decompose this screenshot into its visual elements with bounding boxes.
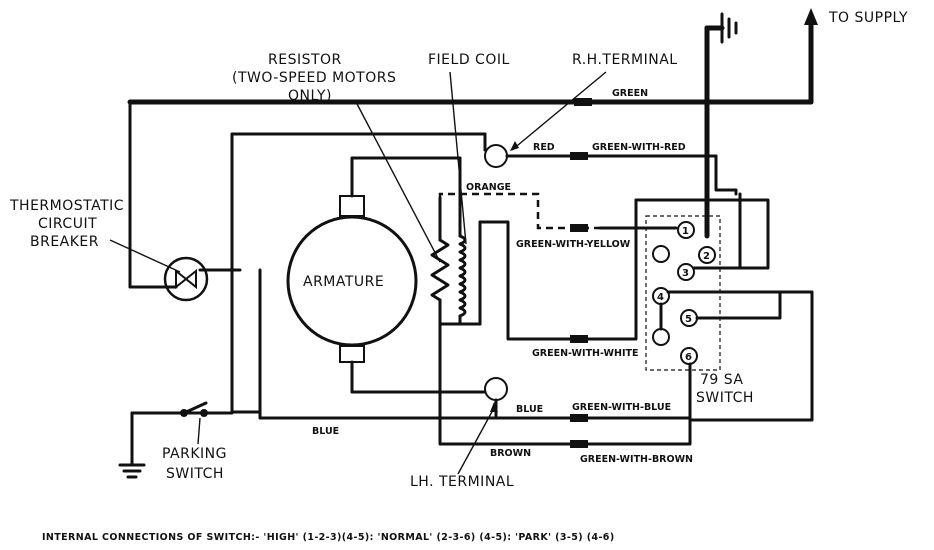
- green-wire: [127, 98, 814, 289]
- green-with-yellow-wire: [570, 224, 678, 232]
- supply-arrow: [804, 8, 818, 105]
- thermostatic-circuit-breaker: [163, 256, 209, 302]
- green-wire-label: GREEN: [612, 88, 648, 99]
- red-wire-label: RED: [533, 142, 555, 153]
- parking-label-2: SWITCH: [166, 466, 224, 482]
- earth-symbol-top: [704, 12, 738, 105]
- switch-terminal-1: [677, 221, 695, 239]
- green-with-white-label: GREEN-WITH-WHITE: [532, 348, 638, 359]
- lh-terminal-wires: [350, 390, 498, 420]
- switch-contact-a: [652, 245, 670, 263]
- orange-wire-label: ORANGE: [466, 182, 511, 193]
- switch-label-2: SWITCH: [696, 390, 754, 406]
- earth-symbol-bottom: [118, 463, 146, 479]
- switch-label-1: 79 SA: [700, 372, 744, 388]
- parking-label-1: PARKING: [162, 446, 227, 462]
- armature-label: ARMATURE: [303, 274, 384, 290]
- rh-terminal: [484, 144, 508, 168]
- green-with-blue-label: GREEN-WITH-BLUE: [572, 402, 671, 413]
- switch-number-4: 4: [657, 292, 664, 303]
- switch-number-6: 6: [685, 352, 692, 363]
- junction-green: [703, 98, 711, 106]
- field-coil: [350, 156, 482, 326]
- to-supply-label: TO SUPPLY: [828, 10, 908, 26]
- red-wire: [505, 152, 718, 160]
- resistor: [430, 196, 450, 326]
- brown-wire: [438, 322, 692, 448]
- green-with-white-wire: [478, 198, 638, 343]
- switch-terminal-3: [677, 263, 695, 281]
- switch-number-5: 5: [685, 314, 692, 325]
- switch-connections-note: INTERNAL CONNECTIONS OF SWITCH:- 'HIGH' …: [42, 532, 615, 543]
- breaker-wires: [198, 132, 487, 414]
- rh-terminal-label: R.H.TERMINAL: [572, 52, 678, 68]
- switch-contact-b: [652, 328, 670, 346]
- lh-terminal: [484, 377, 508, 401]
- switch-number-2: 2: [703, 251, 710, 262]
- green-with-yellow-label: GREEN-WITH-YELLOW: [516, 239, 631, 250]
- blue-wire: [230, 268, 692, 422]
- switch-number-3: 3: [682, 268, 689, 279]
- thermostatic-label-1: THERMOSTATIC: [9, 198, 124, 214]
- lh-terminal-label: LH. TERMINAL: [410, 474, 514, 490]
- switch-terminal-2: [698, 246, 716, 264]
- thermostatic-label-2: CIRCUIT: [38, 216, 97, 232]
- brown-wire-label: BROWN: [490, 448, 531, 459]
- thermostatic-label-3: BREAKER: [30, 234, 99, 250]
- switch-number-1: 1: [682, 226, 689, 237]
- blue-wire-label-left: BLUE: [312, 426, 339, 437]
- field-coil-label: FIELD COIL: [428, 52, 510, 68]
- green-with-brown-label: GREEN-WITH-BROWN: [580, 454, 693, 465]
- orange-wire: [438, 192, 600, 230]
- resistor-label-3: ONLY): [288, 88, 332, 104]
- resistor-label-2: (TWO-SPEED MOTORS: [232, 70, 396, 86]
- resistor-label-1: RESISTOR: [268, 52, 342, 68]
- green-with-red-label: GREEN-WITH-RED: [592, 142, 686, 153]
- switch-wiring: [634, 154, 814, 422]
- switch-terminals: [652, 221, 716, 365]
- parking-switch: [130, 401, 234, 467]
- blue-wire-label-right: BLUE: [516, 404, 543, 415]
- armature: [286, 156, 418, 394]
